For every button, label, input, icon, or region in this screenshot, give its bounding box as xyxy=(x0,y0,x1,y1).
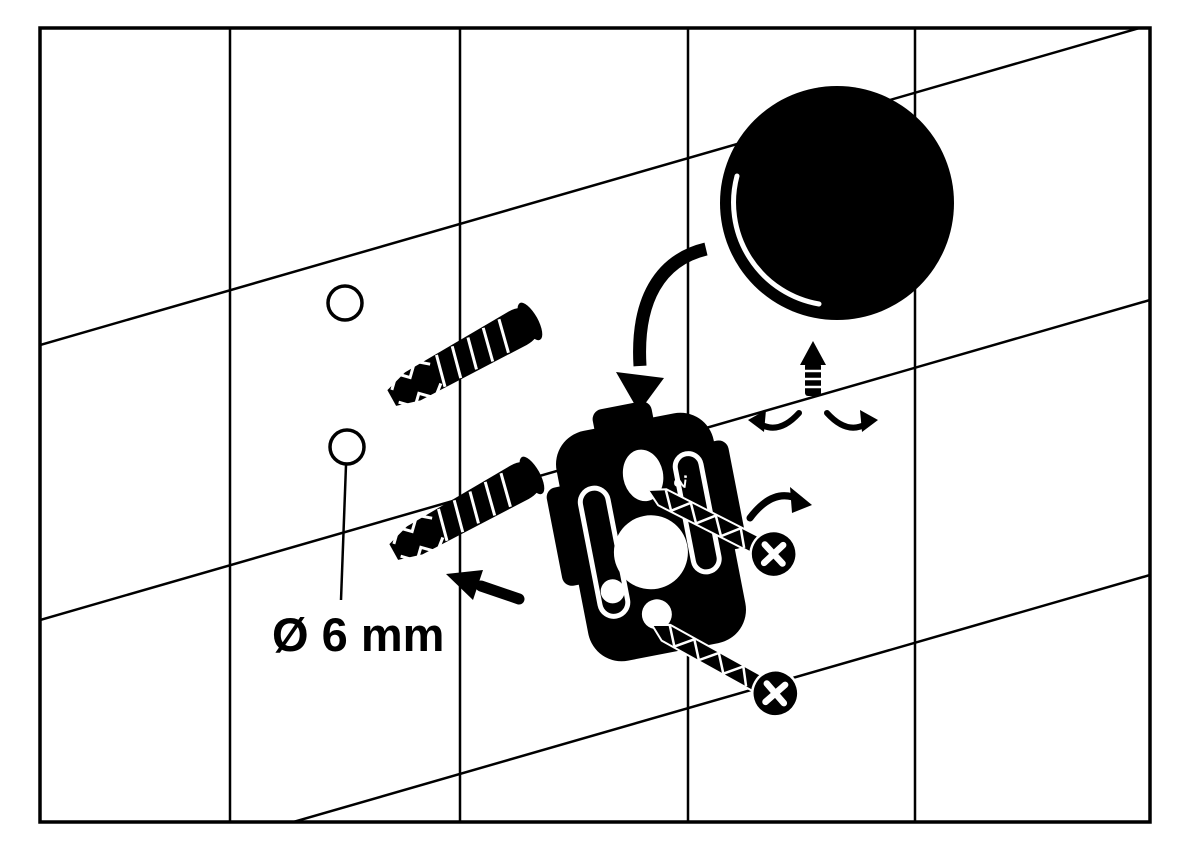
tile-slanted-line xyxy=(40,28,1145,347)
dimension-leader-line xyxy=(339,464,348,601)
attach-arrow xyxy=(800,341,826,396)
plate-bottom-hole xyxy=(641,599,672,630)
plate-top-hole xyxy=(622,449,664,502)
plate-marking: 2. xyxy=(670,473,691,489)
hole-diameter-label: Ø 6 mm xyxy=(272,608,444,661)
turn-arrow xyxy=(746,487,812,522)
plate-left-slot xyxy=(577,485,631,619)
mounting-plate: 2. xyxy=(546,401,746,662)
insert-arrow xyxy=(446,570,525,605)
plate-side-hole xyxy=(600,579,625,604)
tile-slanted-line xyxy=(288,573,1150,822)
plate-center-hole xyxy=(613,515,688,590)
cover-disc-rim-highlight xyxy=(731,173,822,307)
drill-hole-top xyxy=(326,284,364,322)
rotate-arrows xyxy=(748,410,878,432)
drill-holes: Ø 6 mm xyxy=(272,284,444,661)
cover-disc xyxy=(720,86,954,320)
drill-hole-bottom xyxy=(328,428,366,466)
place-cover-arrow xyxy=(616,242,708,412)
